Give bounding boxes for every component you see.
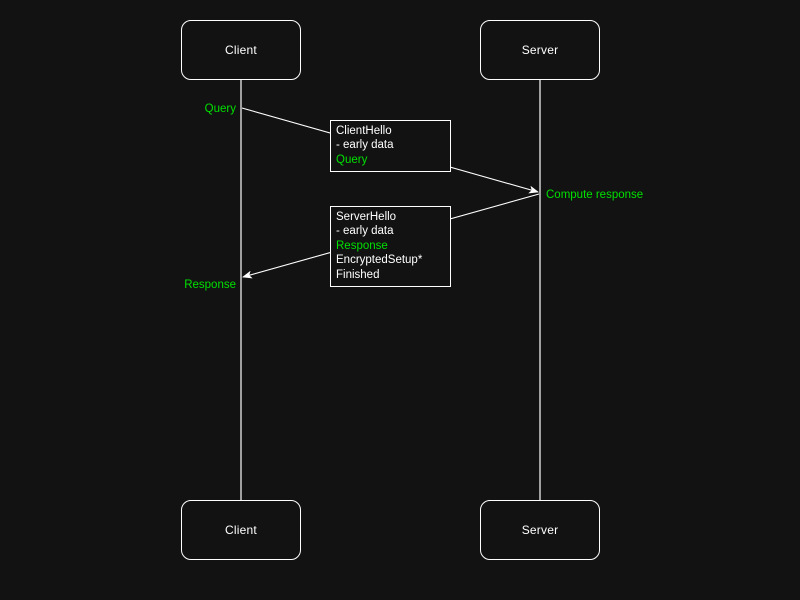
actor-box-server-bottom[interactable]: Server: [480, 500, 600, 560]
note-response: Response: [184, 279, 236, 291]
message-line: Query: [336, 153, 368, 166]
message-line: ClientHello: [336, 125, 392, 137]
message-line: ServerHello: [336, 211, 397, 223]
actor-box-server-top[interactable]: Server: [480, 20, 600, 80]
message-line: Finished: [336, 268, 380, 281]
note-compute-response: Compute response: [546, 189, 644, 201]
message-box-client-hello[interactable]: ClientHello - early data Query: [330, 120, 451, 173]
actor-label-server-bottom: Server: [521, 523, 559, 537]
message-line: - early data: [336, 139, 394, 152]
message-line: - early data: [336, 225, 394, 238]
actor-label-server-top: Server: [521, 43, 559, 57]
note-query: Query: [204, 103, 236, 115]
actor-label-client-top: Client: [225, 43, 257, 57]
actor-box-client-top[interactable]: Client: [181, 20, 301, 80]
message-line: EncryptedSetup*: [336, 254, 423, 267]
message-box-server-hello[interactable]: ServerHello - early data Response Encryp…: [330, 206, 451, 288]
actor-label-client-bottom: Client: [225, 523, 257, 537]
actor-box-client-bottom[interactable]: Client: [181, 500, 301, 560]
message-line: Response: [336, 239, 388, 252]
